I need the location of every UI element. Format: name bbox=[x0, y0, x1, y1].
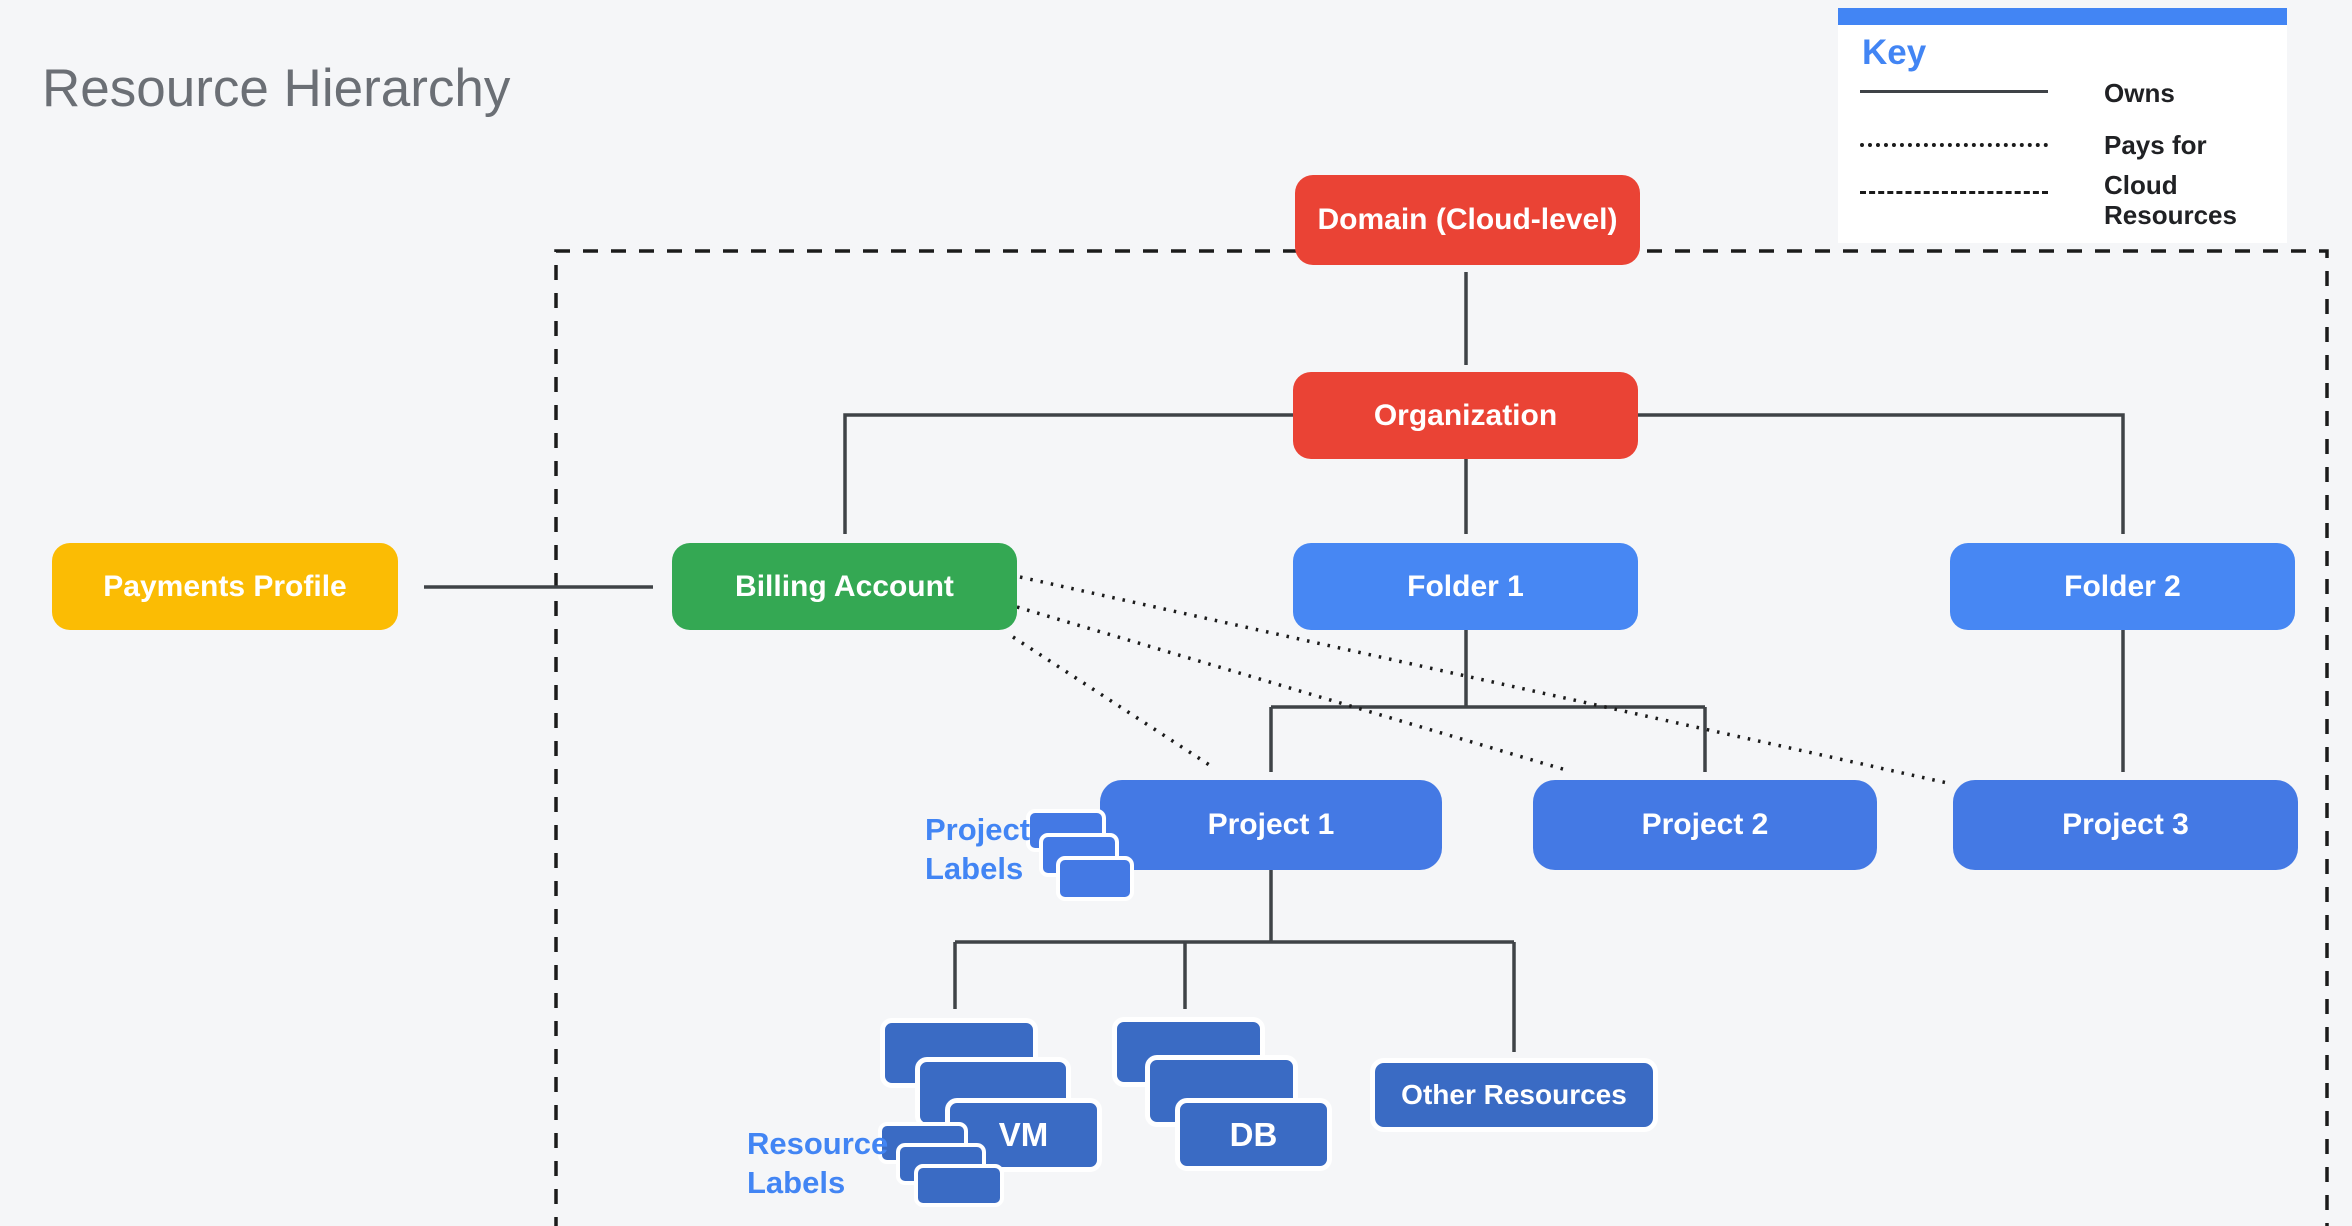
node-db: DB bbox=[1175, 1098, 1332, 1171]
node-billing-account: Billing Account bbox=[672, 543, 1017, 630]
node-other-resources: Other Resources bbox=[1370, 1058, 1658, 1132]
paysfor-billing-project1 bbox=[1012, 635, 1215, 770]
node-domain: Domain (Cloud-level) bbox=[1295, 175, 1640, 265]
node-vm: VM bbox=[945, 1098, 1102, 1172]
db-stack-card-back bbox=[1112, 1017, 1265, 1087]
legend-label-pays-for: Pays for bbox=[2104, 130, 2207, 160]
node-project-3: Project 3 bbox=[1953, 780, 2298, 870]
legend-label-owns: Owns bbox=[2104, 78, 2175, 108]
project-labels-line1: Project bbox=[925, 812, 1031, 847]
project-labels-line2: Labels bbox=[925, 851, 1024, 886]
node-project-1: Project 1 bbox=[1100, 780, 1442, 870]
paysfor-billing-project3 bbox=[1019, 575, 1953, 786]
edge-organization-folder2 bbox=[1638, 413, 2125, 534]
legend-title: Key bbox=[1862, 33, 1927, 72]
node-payments-profile: Payments Profile bbox=[52, 543, 398, 630]
resource-labels-line2: Labels bbox=[747, 1165, 846, 1200]
resource-labels-annotation: Resource Labels bbox=[747, 1124, 888, 1202]
legend-solid-line-sample bbox=[1860, 90, 2048, 93]
paysfor-billing-project2 bbox=[1016, 605, 1567, 772]
edge-project1-split bbox=[955, 870, 1514, 944]
legend-label-cloud-resources: Cloud Resources bbox=[2104, 170, 2237, 230]
node-folder-1: Folder 1 bbox=[1293, 543, 1638, 630]
legend-dashed-line-sample bbox=[1860, 191, 2048, 194]
project-labels-annotation: Project Labels bbox=[925, 810, 1030, 888]
edge-organization-billing bbox=[843, 413, 1293, 534]
resource-labels-line1: Resource bbox=[747, 1126, 889, 1161]
edge-folder1-split bbox=[1271, 630, 1705, 709]
legend-key-box: Key Owns Pays for Cloud Resources bbox=[1838, 8, 2287, 243]
node-project-2: Project 2 bbox=[1533, 780, 1877, 870]
resource-labels-icon bbox=[914, 1164, 1004, 1207]
page-title: Resource Hierarchy bbox=[42, 59, 511, 118]
legend-top-bar bbox=[1838, 8, 2287, 25]
node-organization: Organization bbox=[1293, 372, 1638, 459]
project-labels-icon bbox=[1056, 856, 1134, 901]
node-folder-2: Folder 2 bbox=[1950, 543, 2295, 630]
cloud-resources-boundary bbox=[554, 249, 2329, 1226]
legend-dotted-line-sample bbox=[1860, 143, 2048, 147]
